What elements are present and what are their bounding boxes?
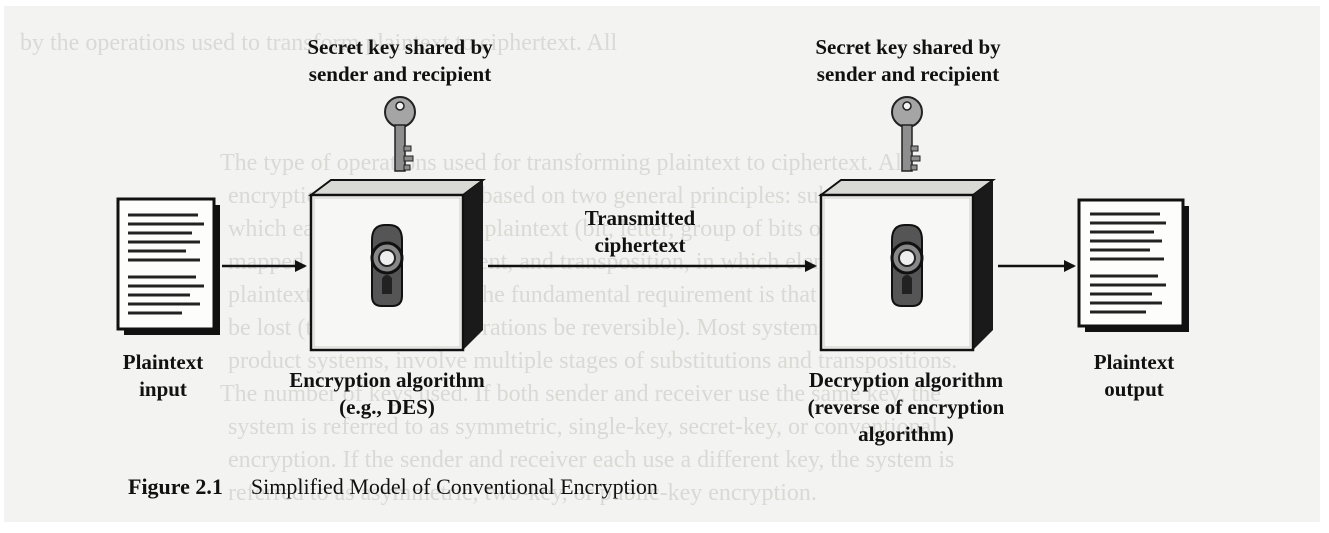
decryption-label-line1: Decryption algorithm [808, 368, 1004, 392]
plaintext-output-document-icon [1077, 198, 1189, 332]
transmitted-label-line2: ciphertext [594, 233, 686, 257]
decryption-label-line2: (reverse of encryption [807, 395, 1005, 419]
bleed-line: The number of keys used. If both sender … [220, 381, 941, 407]
left-key-label: Secret key shared by sender and recipien… [280, 34, 520, 88]
left-key-label-line2: sender and recipient [308, 62, 492, 86]
bleed-line: referred to as asymmetric, two-key, or p… [228, 480, 817, 506]
decryption-algorithm-label: Decryption algorithm (reverse of encrypt… [776, 367, 1036, 448]
plaintext-output-line2: output [1104, 377, 1164, 401]
figure-number: Figure 2.1 [128, 474, 223, 499]
plaintext-output-label: Plaintext output [1079, 349, 1189, 403]
encryption-label-line1: Encryption algorithm [289, 368, 485, 392]
plaintext-input-label: Plaintext input [108, 349, 218, 403]
right-key-label-line1: Secret key shared by [815, 35, 1001, 59]
bleed-line: system is referred to as symmetric, sing… [228, 414, 938, 440]
right-key-icon [891, 96, 923, 172]
transmitted-label-line1: Transmitted [584, 206, 696, 230]
bleed-line: by the operations used to transform plai… [20, 30, 618, 56]
right-key-label: Secret key shared by sender and recipien… [788, 34, 1028, 88]
plaintext-input-line1: Plaintext [122, 350, 204, 374]
figure-caption: Figure 2.1 Simplified Model of Convention… [128, 474, 658, 500]
left-key-icon [384, 96, 416, 172]
decryption-lock-icon [890, 224, 924, 307]
decryption-label-line3: algorithm) [858, 422, 954, 446]
plaintext-input-document-icon [116, 197, 220, 335]
encryption-algorithm-label: Encryption algorithm (e.g., DES) [262, 367, 512, 421]
right-key-label-line2: sender and recipient [816, 62, 1000, 86]
bleed-line: encryption. If the sender and receiver e… [228, 447, 955, 473]
encryption-lock-icon [370, 224, 404, 307]
figure-title: Simplified Model of Conventional Encrypt… [250, 474, 658, 499]
bleed-line: The type of operations used for transfor… [220, 150, 909, 176]
encryption-box-icon [308, 179, 486, 352]
left-key-label-line1: Secret key shared by [307, 35, 493, 59]
plaintext-input-line2: input [139, 377, 187, 401]
transmitted-ciphertext-label: Transmitted ciphertext [560, 205, 720, 259]
encryption-label-line2: (e.g., DES) [339, 395, 435, 419]
bleed-line: product systems, involve multiple stages… [228, 348, 958, 374]
plaintext-output-line1: Plaintext [1093, 350, 1175, 374]
